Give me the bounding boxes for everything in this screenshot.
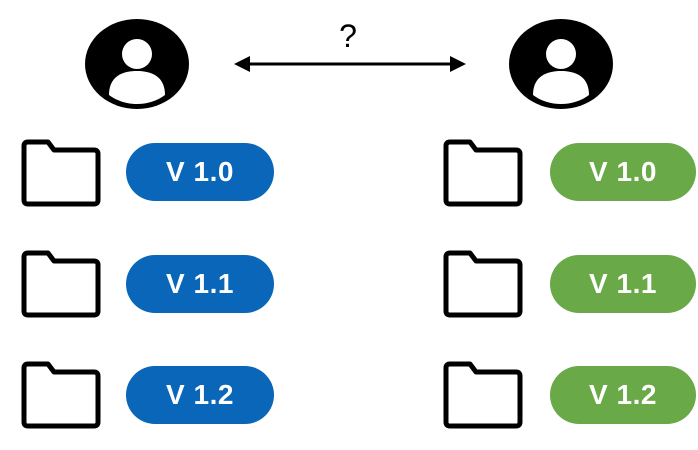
right-version-pill: V 1.0 (550, 143, 696, 201)
folder-icon (20, 245, 102, 319)
left-version-pill: V 1.2 (126, 366, 274, 424)
folder-icon (442, 245, 524, 319)
double-arrow-icon (234, 52, 466, 76)
folder-icon (20, 134, 102, 208)
right-user-icon (508, 18, 614, 110)
folder-icon (20, 356, 102, 430)
folder-icon (442, 356, 524, 430)
right-version-pill: V 1.2 (550, 366, 696, 424)
right-version-pill: V 1.1 (550, 255, 696, 313)
left-version-pill: V 1.0 (126, 143, 274, 201)
left-version-pill: V 1.1 (126, 255, 274, 313)
folder-icon (442, 134, 524, 208)
left-user-icon (84, 18, 190, 110)
question-mark: ? (339, 18, 357, 54)
